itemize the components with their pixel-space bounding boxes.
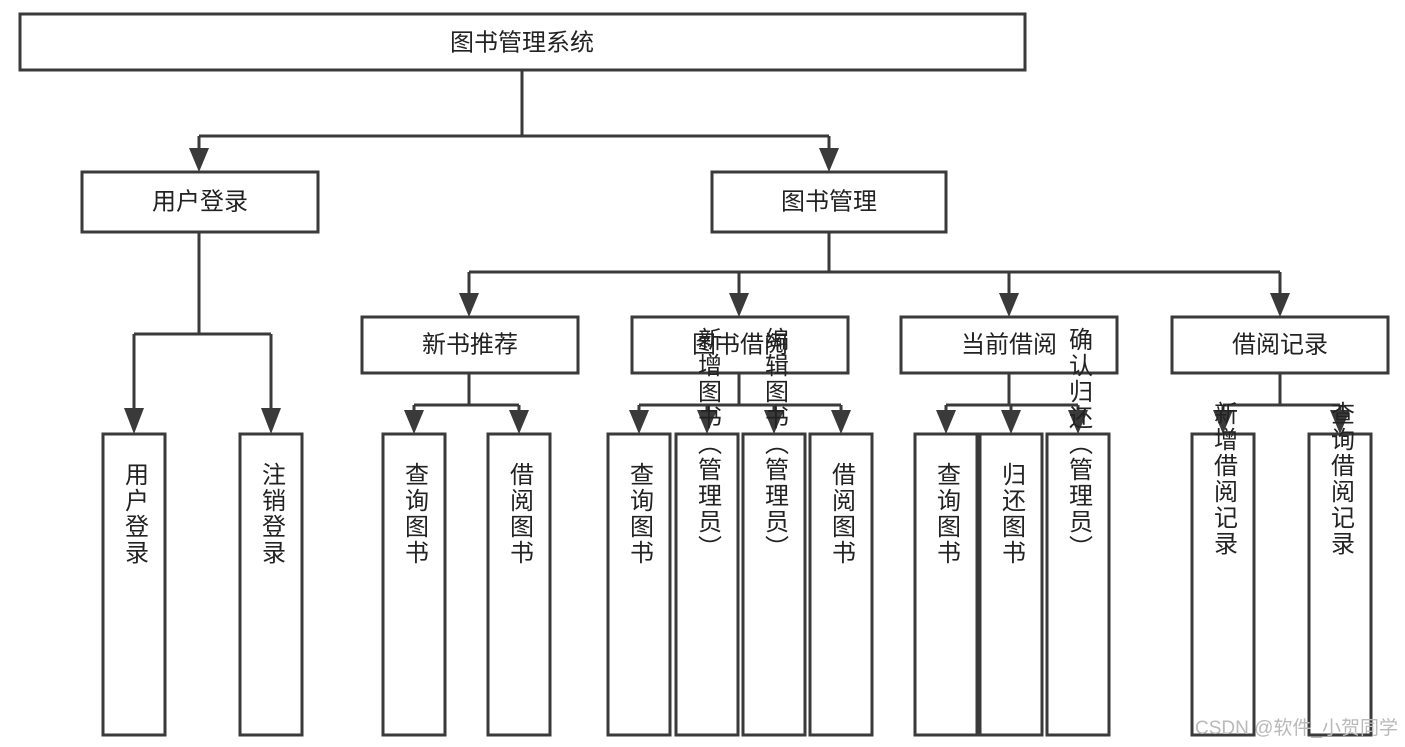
leaf-user-login-box[interactable] [101, 432, 167, 737]
leaf-query-book-3[interactable]: 查询图书 [913, 432, 979, 737]
connector-group-book-borrow [629, 373, 851, 434]
arrow-nbr-leaf-2 [509, 410, 529, 434]
arrow-cb-leaf-1 [936, 410, 956, 434]
node-current-borrow-label: 当前借阅 [961, 331, 1057, 358]
leaf-borrow-book-1-label: 借阅图书 [506, 462, 534, 566]
node-new-book-recommend[interactable]: 新书推荐 [360, 315, 580, 375]
arrow-cb-leaf-2 [1001, 410, 1021, 434]
connector-group-book-management [459, 232, 1290, 317]
leaf-query-book-3-label: 查询图书 [933, 462, 961, 566]
arrow-bb-leaf-3 [764, 410, 784, 434]
node-borrow-record-label: 借阅记录 [1232, 331, 1328, 358]
leaf-add-book[interactable]: 新增图书（管理员） [674, 327, 740, 737]
leaf-query-record[interactable]: 查询借阅记录 [1307, 401, 1373, 737]
node-root[interactable]: 图书管理系统 [18, 12, 1027, 72]
leaf-add-book-box[interactable] [674, 432, 740, 737]
node-book-borrow-label: 图书借阅 [692, 331, 788, 358]
arrow-bb-leaf-4 [831, 410, 851, 434]
arrow-user-login-leaf-2 [261, 408, 281, 434]
leaf-edit-book-box[interactable] [741, 432, 807, 737]
leaf-user-logout-label: 注销登录 [258, 462, 286, 566]
node-user-login-label: 用户登录 [152, 188, 248, 215]
node-new-book-recommend-box[interactable] [360, 315, 580, 375]
leaf-add-record-box[interactable] [1190, 432, 1256, 737]
leaf-return-book[interactable]: 归还图书 [978, 432, 1044, 737]
leaf-user-logout-box[interactable] [238, 432, 304, 737]
arrow-bm-to-current-borrow [999, 293, 1019, 317]
node-book-borrow-box[interactable] [630, 315, 850, 375]
leaf-user-login[interactable]: 用户登录 [101, 432, 167, 737]
arrow-br-leaf-1 [1213, 410, 1233, 434]
connector-group-user-login [124, 232, 281, 434]
node-current-borrow-box[interactable] [899, 315, 1119, 375]
node-book-management[interactable]: 图书管理 [710, 170, 948, 234]
leaf-confirm-return-box[interactable] [1045, 432, 1111, 737]
node-current-borrow[interactable]: 当前借阅 [899, 315, 1119, 375]
leaf-add-record-label: 新增借阅记录 [1210, 401, 1238, 557]
leaf-query-record-label: 查询借阅记录 [1327, 401, 1355, 557]
arrow-br-leaf-2 [1330, 410, 1350, 434]
leaf-edit-book[interactable]: 编辑图书（管理员） [741, 327, 807, 737]
leaf-query-book-2[interactable]: 查询图书 [606, 432, 672, 737]
leaf-borrow-book-1[interactable]: 借阅图书 [486, 432, 552, 737]
leaf-query-book-3-box[interactable] [913, 432, 979, 737]
leaf-borrow-book-1-box[interactable] [486, 432, 552, 737]
arrow-bb-leaf-1 [629, 410, 649, 434]
leaf-confirm-return-label: 确认归还（管理员） [1065, 327, 1093, 561]
arrow-bm-to-new-book [459, 293, 479, 317]
leaf-confirm-return[interactable]: 确认归还（管理员） [1045, 327, 1111, 737]
arrow-cb-leaf-3 [1068, 410, 1088, 434]
leaf-query-book-1[interactable]: 查询图书 [381, 432, 447, 737]
node-user-login[interactable]: 用户登录 [80, 170, 320, 234]
arrow-root-to-user-login [189, 148, 209, 172]
arrow-bm-to-borrow-record [1270, 293, 1290, 317]
arrow-bb-leaf-2 [697, 410, 717, 434]
node-book-management-box[interactable] [710, 170, 948, 234]
node-user-login-box[interactable] [80, 170, 320, 234]
connector-group-root [189, 70, 839, 172]
leaf-borrow-book-2[interactable]: 借阅图书 [808, 432, 874, 737]
leaf-return-book-label: 归还图书 [998, 462, 1026, 566]
leaf-query-book-2-label: 查询图书 [626, 462, 654, 566]
leaf-user-logout[interactable]: 注销登录 [238, 432, 304, 737]
node-root-label: 图书管理系统 [450, 29, 594, 56]
leaf-query-book-2-box[interactable] [606, 432, 672, 737]
node-borrow-record[interactable]: 借阅记录 [1170, 315, 1390, 375]
arrow-root-to-book-management [819, 148, 839, 172]
leaf-query-book-1-box[interactable] [381, 432, 447, 737]
leaf-edit-book-label: 编辑图书（管理员） [761, 327, 789, 561]
leaf-query-book-1-label: 查询图书 [401, 462, 429, 566]
leaf-user-login-label: 用户登录 [121, 462, 149, 566]
leaf-add-record[interactable]: 新增借阅记录 [1190, 401, 1256, 737]
leaf-add-book-label: 新增图书（管理员） [694, 327, 722, 561]
csdn-watermark: CSDN @软件_小贺同学 [1195, 717, 1398, 739]
leaf-borrow-book-2-box[interactable] [808, 432, 874, 737]
leaf-return-book-box[interactable] [978, 432, 1044, 737]
node-borrow-record-box[interactable] [1170, 315, 1390, 375]
node-book-borrow[interactable]: 图书借阅 [630, 315, 850, 375]
leaf-query-record-box[interactable] [1307, 432, 1373, 737]
arrow-bm-to-book-borrow [729, 293, 749, 317]
node-book-management-label: 图书管理 [781, 188, 877, 215]
node-root-box[interactable] [18, 12, 1027, 72]
connector-group-current-borrow [936, 373, 1088, 434]
arrow-nbr-leaf-1 [404, 410, 424, 434]
connector-group-new-book-recommend [404, 373, 529, 434]
node-new-book-recommend-label: 新书推荐 [422, 331, 518, 358]
leaf-borrow-book-2-label: 借阅图书 [828, 462, 856, 566]
arrow-user-login-leaf-1 [124, 408, 144, 434]
connector-group-borrow-record [1213, 373, 1350, 434]
